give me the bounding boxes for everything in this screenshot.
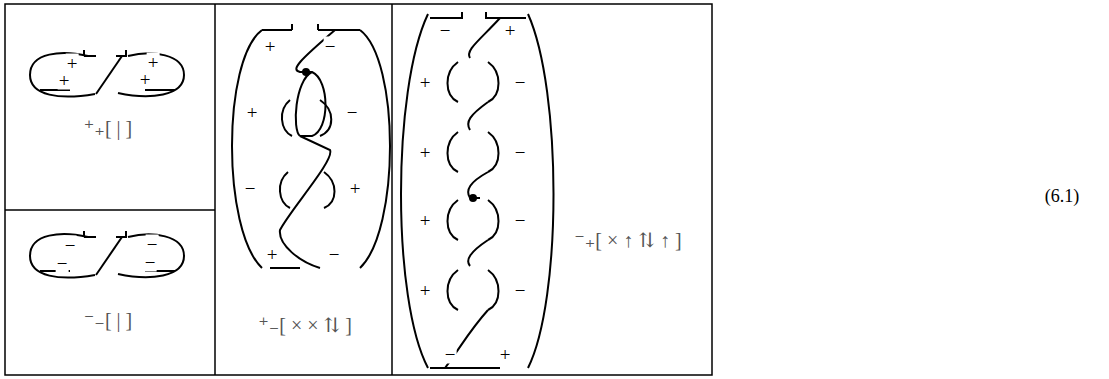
sign: + [58, 71, 71, 90]
table-grid [5, 4, 712, 375]
state-label: ⁻₋[ | ] [83, 310, 133, 330]
sign: + [349, 179, 362, 198]
knot-bottom-left [30, 231, 184, 278]
sign: + [419, 281, 432, 300]
sign: − [514, 281, 527, 300]
sign: − [56, 254, 69, 273]
sign: + [266, 245, 279, 264]
sign: − [244, 179, 257, 198]
sign: + [499, 345, 512, 364]
sign: − [346, 103, 359, 122]
knot-right [401, 12, 554, 368]
sign: − [444, 345, 457, 364]
sign: + [419, 73, 432, 92]
state-label: ⁺₊[ | ] [83, 118, 133, 138]
knot-middle [232, 24, 390, 268]
knot-top-left [30, 50, 184, 97]
marked-point [469, 194, 477, 202]
sign: + [504, 21, 517, 40]
sign: − [144, 253, 157, 272]
sign: − [324, 37, 337, 56]
sign: − [439, 21, 452, 40]
sign: − [514, 143, 527, 162]
equation-number: (6.1) [1044, 187, 1081, 205]
sign: − [146, 235, 159, 254]
state-label: ⁻₊[ × ↑ ⇅ ↑ ] [573, 230, 682, 250]
marked-point [302, 68, 310, 76]
sign: − [514, 211, 527, 230]
sign: − [328, 245, 341, 264]
sign: + [139, 70, 152, 89]
sign: + [246, 103, 259, 122]
sign: + [264, 37, 277, 56]
sign: − [514, 73, 527, 92]
sign: − [64, 236, 77, 255]
sign: + [419, 143, 432, 162]
sign: + [419, 211, 432, 230]
state-label: ⁺₋[ × × ⇅ ] [257, 315, 353, 335]
